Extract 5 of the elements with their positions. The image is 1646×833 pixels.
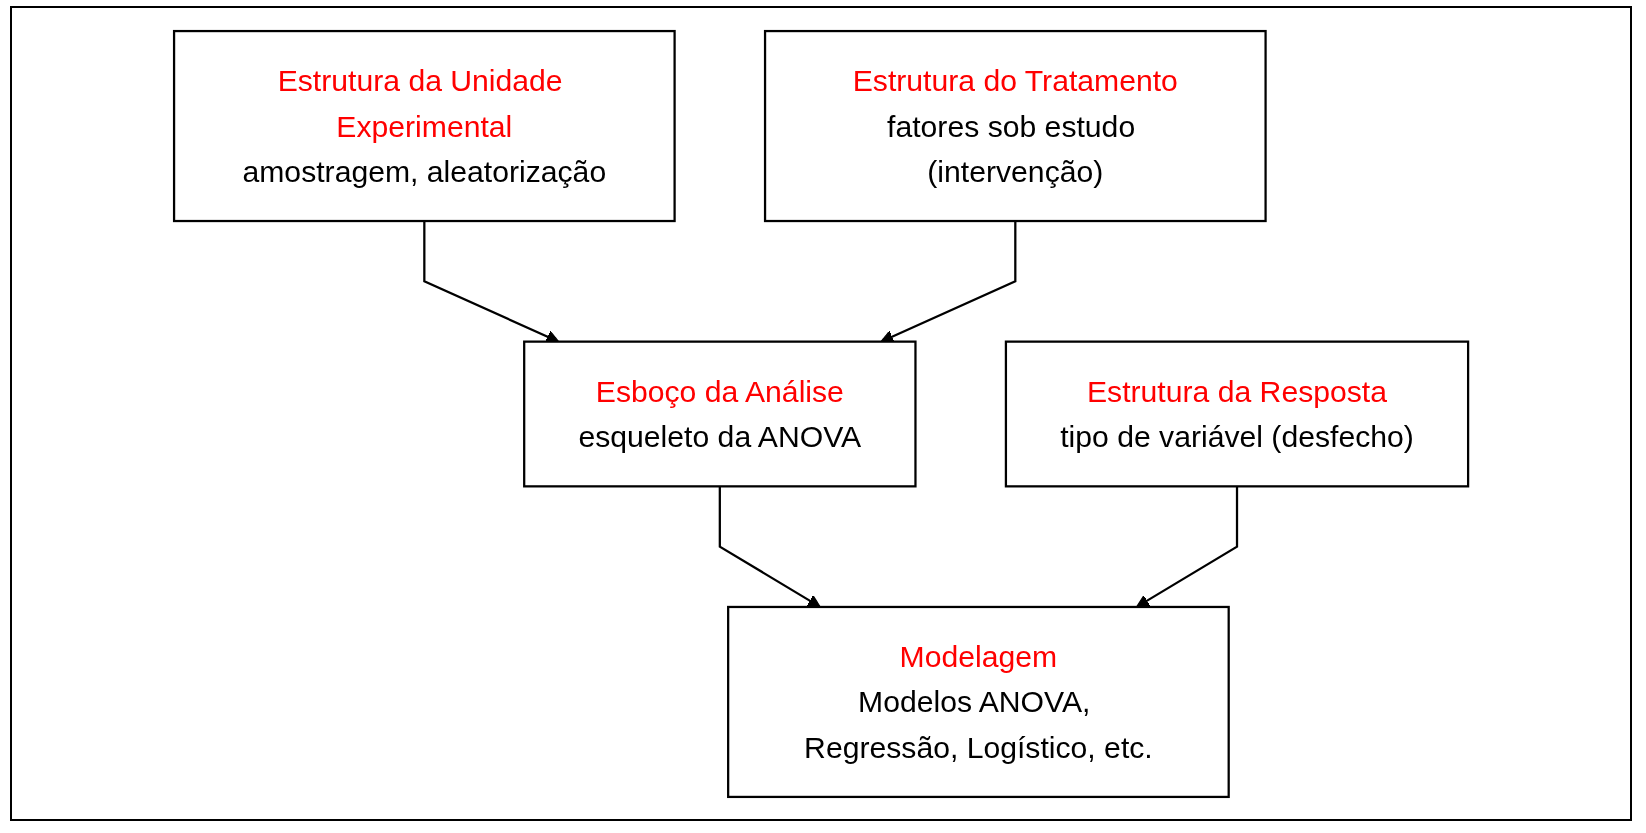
process-box: Estrutura da Resposta tipo de variável (desfecho) — [1004, 340, 1470, 487]
process-box: Estrutura da Unidade Experimental amostragem, aleatorização — [172, 29, 676, 222]
process-box: Estrutura do Tratamento fatores sob estudo (intervenção) — [763, 29, 1267, 222]
process-box: Esboço da Análise esqueleto da ANOVA — [522, 340, 917, 487]
process-box: Modelagem Modelos ANOVA, Regressão, Logístico, etc. — [726, 605, 1230, 798]
